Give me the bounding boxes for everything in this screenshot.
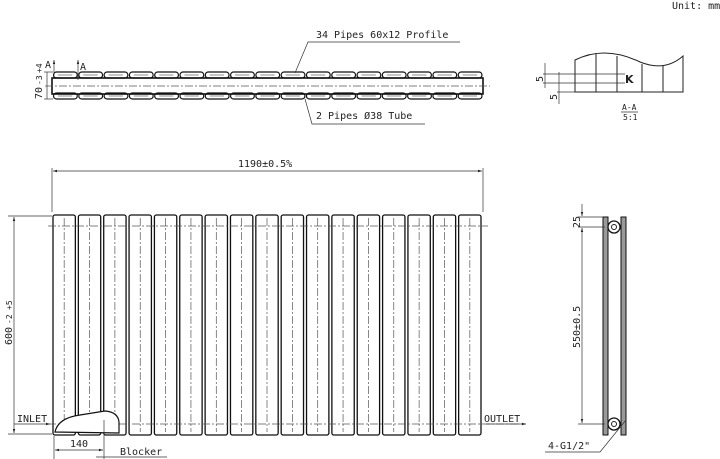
depth-tol-plus: +4 [35, 63, 44, 73]
offset-dim: 140 [70, 439, 88, 450]
radiator-column [457, 214, 482, 436]
depth-dim: 70 [34, 87, 45, 99]
top-dim: 25 [572, 216, 583, 228]
centers-dim: 550±0.5 [572, 306, 583, 348]
section-mark-right: A [80, 62, 86, 73]
section-dim-bottom: 5 [549, 94, 560, 100]
side-view: 25 550±0.5 4-G1/2" [545, 204, 627, 453]
tube-label: 2 Pipes Ø38 Tube [316, 110, 412, 122]
blocker-shape [54, 410, 120, 434]
section-outline [574, 52, 684, 93]
radiator-column [381, 214, 406, 436]
radiator-column [204, 214, 229, 436]
top-view: 70 -3 +4 A A 34 Pipes 60x12 Profile 2 Pi… [34, 30, 490, 125]
radiator-column [356, 214, 381, 436]
side-panel-front [602, 216, 609, 436]
section-scale: 5:1 [623, 113, 638, 122]
radiator-column [255, 214, 279, 436]
depth-tol-minus: -3 [35, 75, 44, 85]
section-mark-left: A [45, 60, 51, 71]
tube-leader [304, 98, 425, 125]
bottom-connection-bore [611, 421, 617, 427]
inlet-label: INLET [17, 414, 47, 425]
radiator-column [77, 214, 102, 436]
profile-label: 34 Pipes 60x12 Profile [316, 30, 448, 41]
radiator-column [52, 214, 77, 436]
top-connection [607, 220, 621, 234]
outlet-label: OUTLET [484, 414, 520, 425]
blocker-label: Blocker [120, 447, 162, 458]
radiator-column [128, 214, 153, 436]
section-title: A-A [622, 103, 637, 112]
side-panel-back [620, 216, 627, 436]
radiator-column [331, 214, 355, 436]
connection-label: 4-G1/2" [548, 441, 590, 452]
top-connection-bore [611, 224, 617, 230]
bottom-connection [607, 417, 621, 431]
radiator-column [153, 214, 178, 436]
height-dim: 600 [4, 327, 15, 345]
radiator-columns [52, 214, 482, 436]
radiator-column [229, 214, 254, 436]
radiator-column [179, 214, 203, 436]
weld-label: K [625, 73, 634, 86]
section-dim-top: 5 [535, 76, 546, 82]
connection-leader [545, 419, 627, 453]
profile-leader [294, 41, 460, 74]
radiator-column [103, 214, 127, 436]
radiator-column [407, 214, 431, 436]
width-dim: 1190±0.5% [238, 159, 292, 170]
radiator-column [305, 214, 330, 436]
height-tol-minus: -2 [5, 314, 14, 324]
radiator-column [280, 214, 305, 436]
profile-pipes-top-row [52, 71, 483, 79]
height-tol-plus: +5 [5, 300, 14, 310]
section-view-a-a: 5 5 K A-A 5:1 [535, 52, 684, 122]
unit-label: Unit: mm [672, 1, 720, 12]
front-view: 1190±0.5% 600 -2 +5 INLET OUTLET 140 Blo… [4, 159, 526, 459]
radiator-column [432, 214, 457, 436]
